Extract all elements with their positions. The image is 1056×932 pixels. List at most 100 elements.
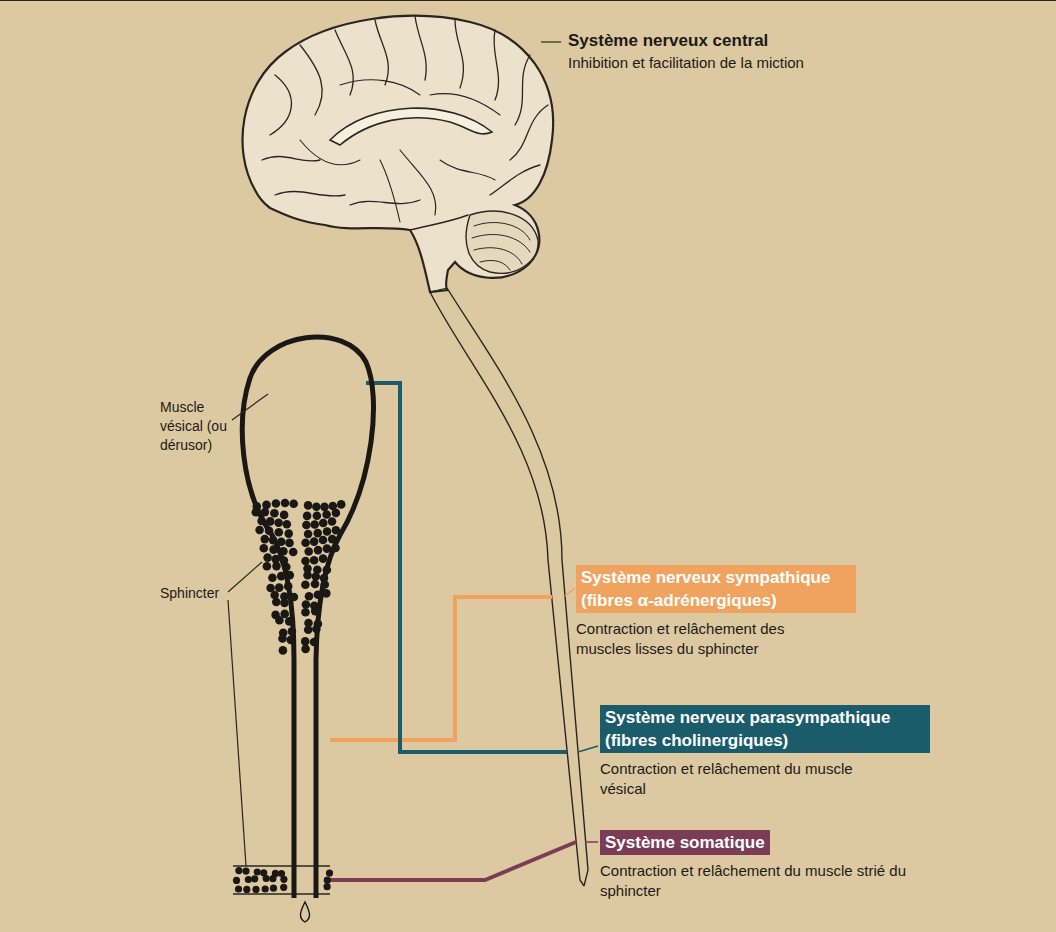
bladder-illustration: [233, 337, 374, 922]
sphincter-dot: [268, 573, 277, 582]
leader-line: [541, 41, 561, 42]
sphincter-dot: [272, 562, 281, 571]
sphincter-dot: [280, 884, 287, 891]
sphincter-dot: [310, 556, 319, 565]
sphincter-dot: [245, 876, 252, 883]
sphincter-dot: [284, 582, 293, 591]
sphincter-dot: [323, 527, 332, 536]
system-heading: Système nerveux sympathique (fibres α-ad…: [576, 565, 856, 613]
sphincter-dot: [286, 571, 295, 580]
sphincter-dot: [277, 572, 286, 581]
sphincter-dot: [337, 500, 346, 509]
sphincter-dot: [285, 539, 294, 548]
sphincter-dot: [282, 563, 291, 572]
sphincter-dot: [288, 627, 297, 636]
sphincter-dot: [326, 870, 333, 877]
sphincter-dot: [304, 626, 313, 635]
system-description: Contraction et relâchement des muscles l…: [576, 619, 816, 659]
sphincter-dot: [302, 600, 311, 609]
system-heading: Système somatique: [600, 830, 770, 855]
sphincter-dot: [328, 535, 337, 544]
leader-line: [578, 746, 598, 752]
sphincter-dot: [323, 544, 332, 553]
sphincter-dot: [269, 545, 278, 554]
sphincter-dot: [301, 608, 310, 617]
sphincter-dot: [331, 544, 340, 553]
leader-line: [585, 841, 598, 843]
sphincter-dot: [302, 521, 311, 530]
spinal-cord: [430, 288, 588, 886]
parasympathetic-wire: [366, 383, 567, 752]
part-label: Sphincter: [160, 584, 219, 603]
sphincter-dot: [304, 547, 313, 556]
sphincter-dot: [272, 499, 281, 508]
sphincter-dot: [289, 548, 298, 557]
system-description: Contraction et relâchement du muscle vés…: [600, 759, 880, 799]
sphincter-dot: [263, 553, 272, 562]
sphincter-dot: [301, 645, 310, 654]
sphincter-dot: [251, 875, 258, 882]
sphincter-dot: [332, 509, 341, 518]
leader-line: [565, 588, 575, 596]
sphincter-dot: [312, 572, 321, 581]
sphincter-dot: [269, 536, 278, 545]
region-title: Système nerveux central: [568, 30, 768, 52]
sphincter-dot: [290, 593, 299, 602]
sphincter-dot: [283, 520, 292, 529]
brain-illustration: [242, 16, 553, 292]
sphincter-dot: [272, 598, 281, 607]
sympathetic-wire: [330, 597, 552, 740]
sphincter-dot: [319, 554, 328, 563]
sphincter-dot: [235, 885, 242, 892]
sphincter-dot: [278, 634, 287, 643]
sphincter-dot: [233, 877, 240, 884]
sphincter-dot: [332, 526, 341, 535]
sphincter-dot: [314, 546, 323, 555]
sphincter-dot: [311, 607, 320, 616]
sphincter-dot: [324, 883, 331, 890]
sphincter-dot: [301, 637, 310, 646]
region-description: Inhibition et facilitation de la miction: [568, 53, 804, 73]
part-label: Muscle vésical (ou dérusor): [160, 398, 246, 455]
sphincter-dot: [252, 508, 261, 517]
sphincter-dot: [285, 617, 294, 626]
sphincter-dot: [243, 886, 250, 893]
sphincter-dot: [270, 885, 277, 892]
sphincter-dot: [257, 517, 266, 526]
leader-line: [228, 562, 262, 592]
sphincter-dot: [328, 517, 337, 526]
sphincter-dot: [313, 512, 322, 521]
sphincter-dot: [270, 509, 279, 518]
sphincter-dot: [311, 580, 320, 589]
sphincter-dot: [310, 537, 319, 546]
top-rule: [0, 0, 1056, 1]
system-description: Contraction et relâchement du muscle str…: [600, 861, 910, 901]
sphincter-dot: [269, 875, 276, 882]
somatic-wire: [330, 842, 576, 880]
sphincter-dot: [275, 583, 284, 592]
sphincter-dot: [310, 520, 319, 529]
nerve-system-label: Système somatiqueContraction et relâchem…: [600, 830, 910, 901]
sphincter-dot: [321, 580, 330, 589]
sphincter-dot: [279, 547, 288, 556]
sphincter-dot: [280, 511, 289, 520]
sphincter-dot: [313, 529, 322, 538]
sphincter-dot: [262, 501, 271, 510]
sphincter-dot: [280, 876, 287, 883]
sphincter-dot: [280, 599, 289, 608]
sphincter-dot: [303, 512, 312, 521]
sphincter-dot: [266, 517, 275, 526]
sphincter-dot: [261, 535, 270, 544]
sphincter-dot: [281, 499, 290, 508]
leader-line: [232, 394, 268, 420]
sphincter-dot: [301, 539, 310, 548]
leader-line: [228, 600, 246, 866]
sphincter-dot: [255, 526, 264, 535]
sphincter-dot: [322, 510, 331, 519]
sphincter-dot: [265, 526, 274, 535]
sphincter-dot: [260, 544, 269, 553]
sphincter-dot: [319, 519, 328, 528]
sphincter-dot: [252, 886, 259, 893]
sphincter-dot: [263, 875, 270, 882]
